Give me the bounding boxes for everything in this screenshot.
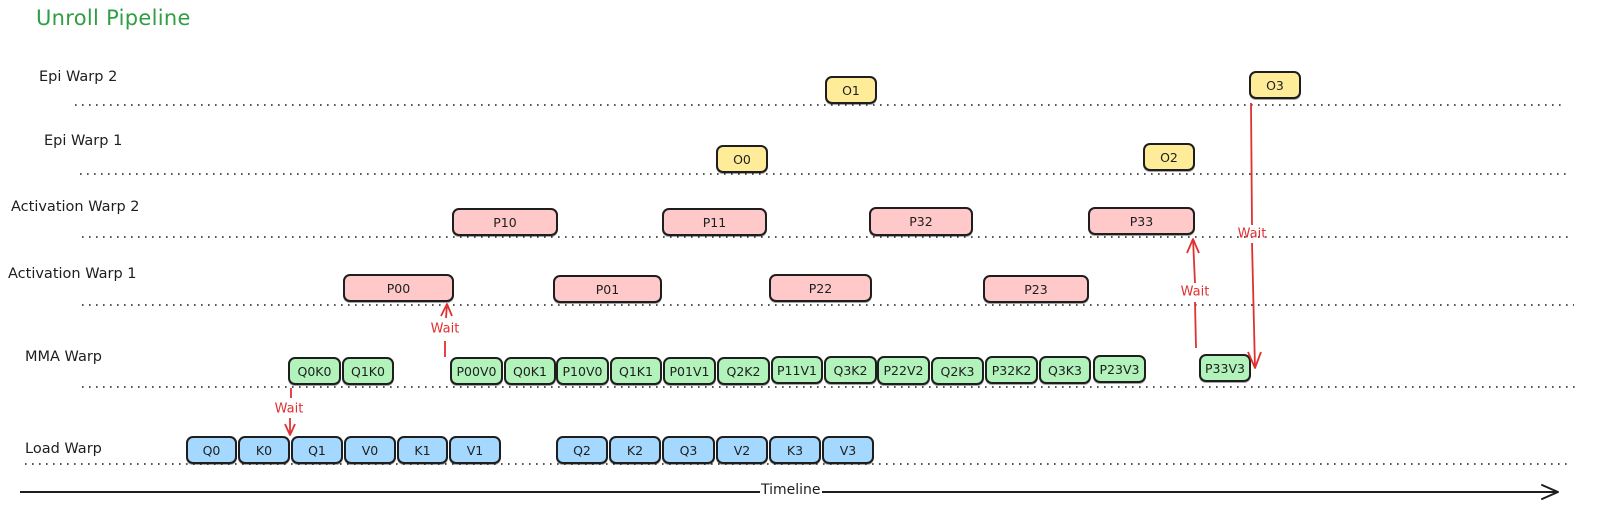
wait-arrow-q0k0-to-q1 <box>284 388 296 436</box>
task-box-mma[interactable]: Q2K3 <box>931 357 984 385</box>
task-box-activation-1[interactable]: P22 <box>769 274 872 302</box>
timeline-arrowhead-icon <box>1541 484 1559 500</box>
task-box-mma[interactable]: Q0K0 <box>288 357 341 385</box>
wait-arrow-o3-to-p33v3 <box>1247 102 1262 369</box>
task-box-mma[interactable]: P00V0 <box>450 357 503 385</box>
task-box-load[interactable]: K3 <box>769 436 821 464</box>
wait-label: Wait <box>430 321 460 337</box>
wait-arrow-p33v3-to-p33 <box>1186 238 1200 349</box>
task-box-mma[interactable]: Q3K2 <box>824 356 877 384</box>
wait-label: Wait <box>274 401 304 417</box>
task-box-mma[interactable]: Q2K2 <box>717 357 770 385</box>
task-box-activation-2[interactable]: P33 <box>1088 207 1195 235</box>
task-box-epilogue-2[interactable]: O3 <box>1249 71 1301 99</box>
task-box-load[interactable]: K1 <box>397 436 448 464</box>
task-box-epilogue-1[interactable]: O0 <box>716 145 768 173</box>
task-box-mma[interactable]: P11V1 <box>771 356 823 384</box>
diagram-title: Unroll Pipeline <box>36 6 191 30</box>
arrowhead-down-icon <box>284 423 296 436</box>
row-label-load: Load Warp <box>25 441 102 457</box>
row-label-epi2: Epi Warp 2 <box>39 69 118 85</box>
arrowhead-down-icon <box>1247 351 1262 369</box>
task-box-load[interactable]: V3 <box>822 436 874 464</box>
task-box-load[interactable]: K0 <box>238 436 290 464</box>
task-box-activation-2[interactable]: P32 <box>869 207 973 236</box>
task-box-activation-2[interactable]: P11 <box>662 208 767 236</box>
task-box-mma[interactable]: Q3K3 <box>1039 356 1091 384</box>
task-box-load[interactable]: Q3 <box>662 436 715 464</box>
wait-label: Wait <box>1180 284 1210 300</box>
task-box-load[interactable]: V2 <box>716 436 768 464</box>
task-box-mma[interactable]: P23V3 <box>1093 355 1146 383</box>
task-box-mma[interactable]: P01V1 <box>663 357 716 385</box>
row-label-act2: Activation Warp 2 <box>11 199 140 215</box>
task-box-mma[interactable]: P10V0 <box>556 357 609 385</box>
row-label-epi1: Epi Warp 1 <box>44 133 123 149</box>
task-box-load[interactable]: K2 <box>609 436 661 464</box>
task-box-mma[interactable]: P33V3 <box>1199 354 1251 382</box>
task-box-activation-1[interactable]: P23 <box>983 275 1089 303</box>
timeline-label: Timeline <box>760 482 822 498</box>
task-box-mma[interactable]: P22V2 <box>877 356 930 385</box>
task-box-load[interactable]: V0 <box>344 436 396 464</box>
task-box-load[interactable]: Q2 <box>556 436 608 464</box>
task-box-epilogue-1[interactable]: O2 <box>1143 143 1195 171</box>
task-box-activation-1[interactable]: P00 <box>343 274 454 302</box>
task-box-load[interactable]: Q0 <box>186 436 237 464</box>
wait-label: Wait <box>1237 226 1267 242</box>
task-box-mma[interactable]: Q1K1 <box>610 357 662 385</box>
row-label-mma: MMA Warp <box>25 349 103 365</box>
task-box-load[interactable]: Q1 <box>291 436 343 464</box>
task-box-epilogue-2[interactable]: O1 <box>825 76 877 104</box>
task-box-activation-1[interactable]: P01 <box>553 275 662 303</box>
task-box-mma[interactable]: Q0K1 <box>504 357 556 385</box>
arrowhead-up-icon <box>1186 238 1200 254</box>
task-box-load[interactable]: V1 <box>449 436 501 464</box>
arrowhead-up-icon <box>440 303 453 317</box>
task-box-mma[interactable]: P32K2 <box>985 356 1038 384</box>
wait-arrow-p00v0-to-p00 <box>440 303 453 357</box>
row-label-act1: Activation Warp 1 <box>8 266 137 282</box>
task-box-activation-2[interactable]: P10 <box>452 208 558 236</box>
task-box-mma[interactable]: Q1K0 <box>342 357 394 385</box>
